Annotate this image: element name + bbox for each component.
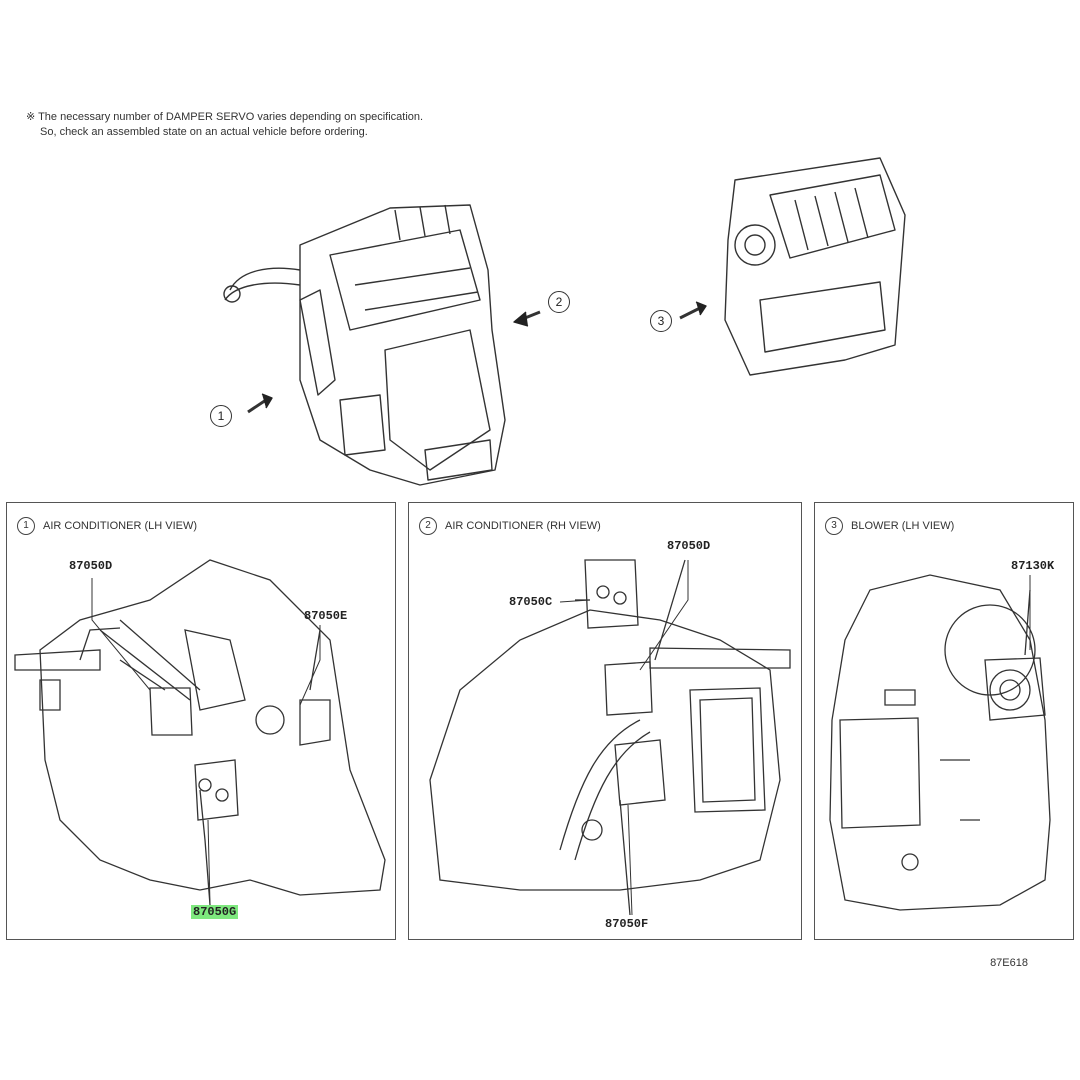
panel-2-title: 2 AIR CONDITIONER (RH VIEW) — [419, 517, 601, 535]
panel-2-number: 2 — [419, 517, 437, 535]
panel-1-number: 1 — [17, 517, 35, 535]
panel-3-artwork — [829, 574, 1051, 911]
part-number-87050d[interactable]: 87050D — [69, 559, 113, 573]
part-number-87050c[interactable]: 87050C — [509, 595, 553, 609]
panel-air-conditioner-rh: 2 AIR CONDITIONER (RH VIEW) 87050D 87050… — [408, 502, 802, 940]
view-callout-1: 1 — [210, 405, 232, 427]
panel-blower-lh: 3 BLOWER (LH VIEW) 87130K — [814, 502, 1074, 940]
note-line-2: So, check an assembled state on an actua… — [40, 126, 368, 138]
part-number-87130k[interactable]: 87130K — [1011, 559, 1055, 573]
note-line-1: ※ The necessary number of DAMPER SERVO v… — [26, 111, 424, 123]
blower-unit-illustration — [724, 157, 906, 376]
part-number-87050f[interactable]: 87050F — [605, 917, 649, 931]
panel-3-title: 3 BLOWER (LH VIEW) — [825, 517, 954, 535]
panel-3-title-text: BLOWER (LH VIEW) — [851, 520, 955, 532]
panel-2-title-text: AIR CONDITIONER (RH VIEW) — [445, 520, 601, 532]
panel-1-title-text: AIR CONDITIONER (LH VIEW) — [43, 520, 198, 532]
servo-note: ※ The necessary number of DAMPER SERVO v… — [26, 110, 423, 140]
panel-2-artwork — [429, 559, 791, 916]
figure-id: 87E618 — [990, 957, 1028, 969]
part-number-87050g-highlighted[interactable]: 87050G — [191, 905, 239, 919]
panel-3-number: 3 — [825, 517, 843, 535]
view-callout-2: 2 — [548, 291, 570, 313]
panel-1-title: 1 AIR CONDITIONER (LH VIEW) — [17, 517, 197, 535]
panel-air-conditioner-lh: 1 AIR CONDITIONER (LH VIEW) 87050D 87050… — [6, 502, 396, 940]
view-callout-3: 3 — [650, 310, 672, 332]
hvac-unit-illustration — [223, 204, 506, 486]
part-number-87050d-rh[interactable]: 87050D — [667, 539, 711, 553]
part-number-87050e[interactable]: 87050E — [304, 609, 348, 623]
panel-1-artwork — [14, 559, 386, 906]
leader-lines — [91, 560, 1031, 916]
